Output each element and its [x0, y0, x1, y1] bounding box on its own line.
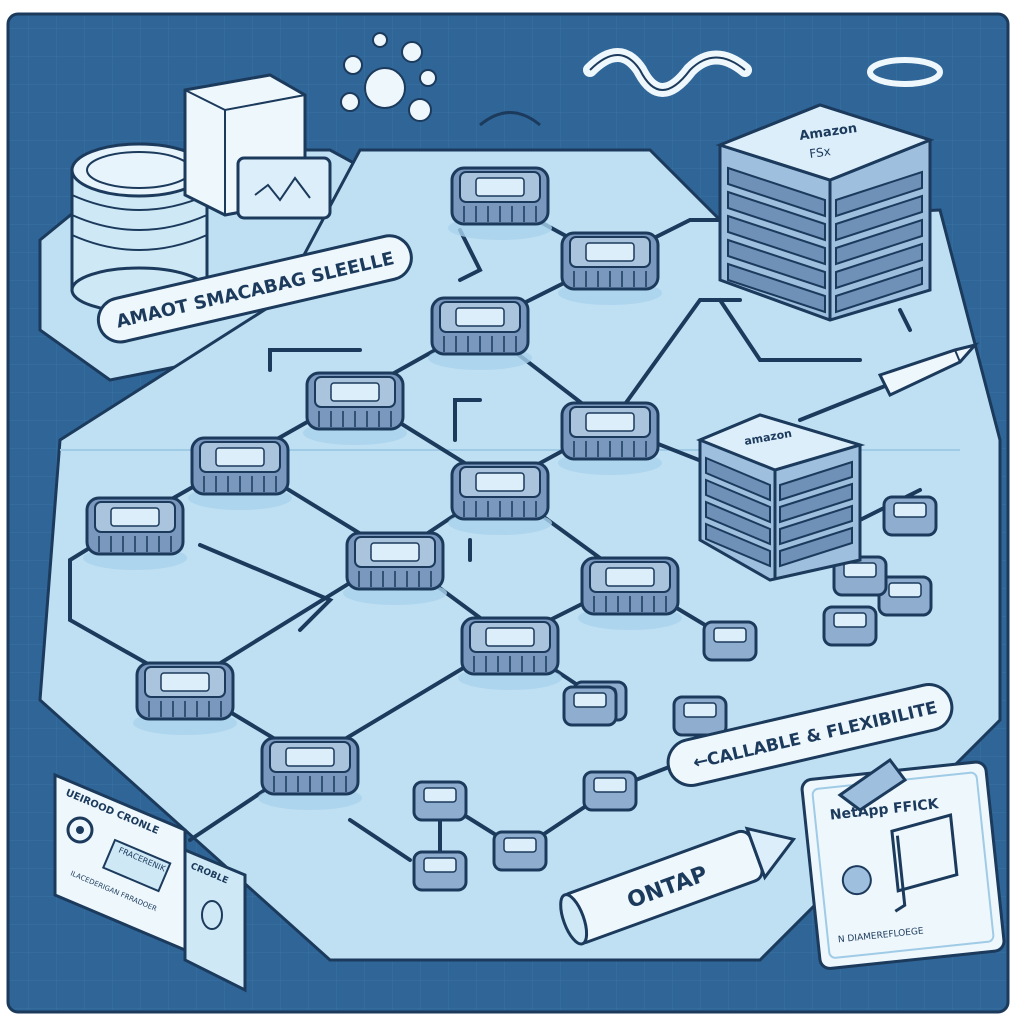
chip-node: [558, 401, 662, 475]
module-node: [412, 780, 468, 822]
chip-nodes: [83, 166, 682, 810]
chip-node: [303, 371, 407, 445]
signal-arc-icon: [479, 111, 541, 127]
module-node: [582, 770, 638, 812]
pencil-icon: [877, 342, 980, 397]
netapp-card: NetApp FFICK N DIAMEREFLOEGE: [800, 760, 1006, 970]
chip-node: [83, 496, 187, 570]
gear-hub-icon: [76, 826, 84, 834]
arrow-left-icon: ←: [691, 750, 710, 774]
chip-node: [558, 231, 662, 305]
gear-icon: [66, 816, 94, 844]
chip-node: [458, 616, 562, 690]
ribbon-icon: [583, 48, 752, 97]
chip-node: [133, 661, 237, 735]
module-node: [562, 685, 618, 727]
clip-icon: [837, 757, 908, 812]
module-node: [672, 695, 728, 737]
module-node: [492, 830, 548, 872]
chip-node: [448, 166, 552, 240]
lock-icon: [201, 900, 223, 930]
chip-node: [578, 556, 682, 630]
left-small-card: CROBLE: [183, 847, 247, 993]
chip-node: [258, 736, 362, 810]
molecule-icon: [340, 32, 437, 122]
module-node: [882, 495, 938, 537]
module-node: [412, 850, 468, 892]
module-node: [822, 605, 878, 647]
box-label-card: [236, 156, 332, 220]
server-top-label-line2: FSx: [808, 144, 831, 161]
amazon-fsx-server-icon: [715, 103, 935, 322]
chip-node: [428, 296, 532, 370]
chip-node: [343, 531, 447, 605]
ring-icon: [867, 57, 943, 87]
module-nodes: [412, 495, 938, 892]
chip-node: [188, 436, 292, 510]
module-node: [702, 620, 758, 662]
amazon-server-icon: [696, 413, 866, 582]
chip-node: [448, 461, 552, 535]
